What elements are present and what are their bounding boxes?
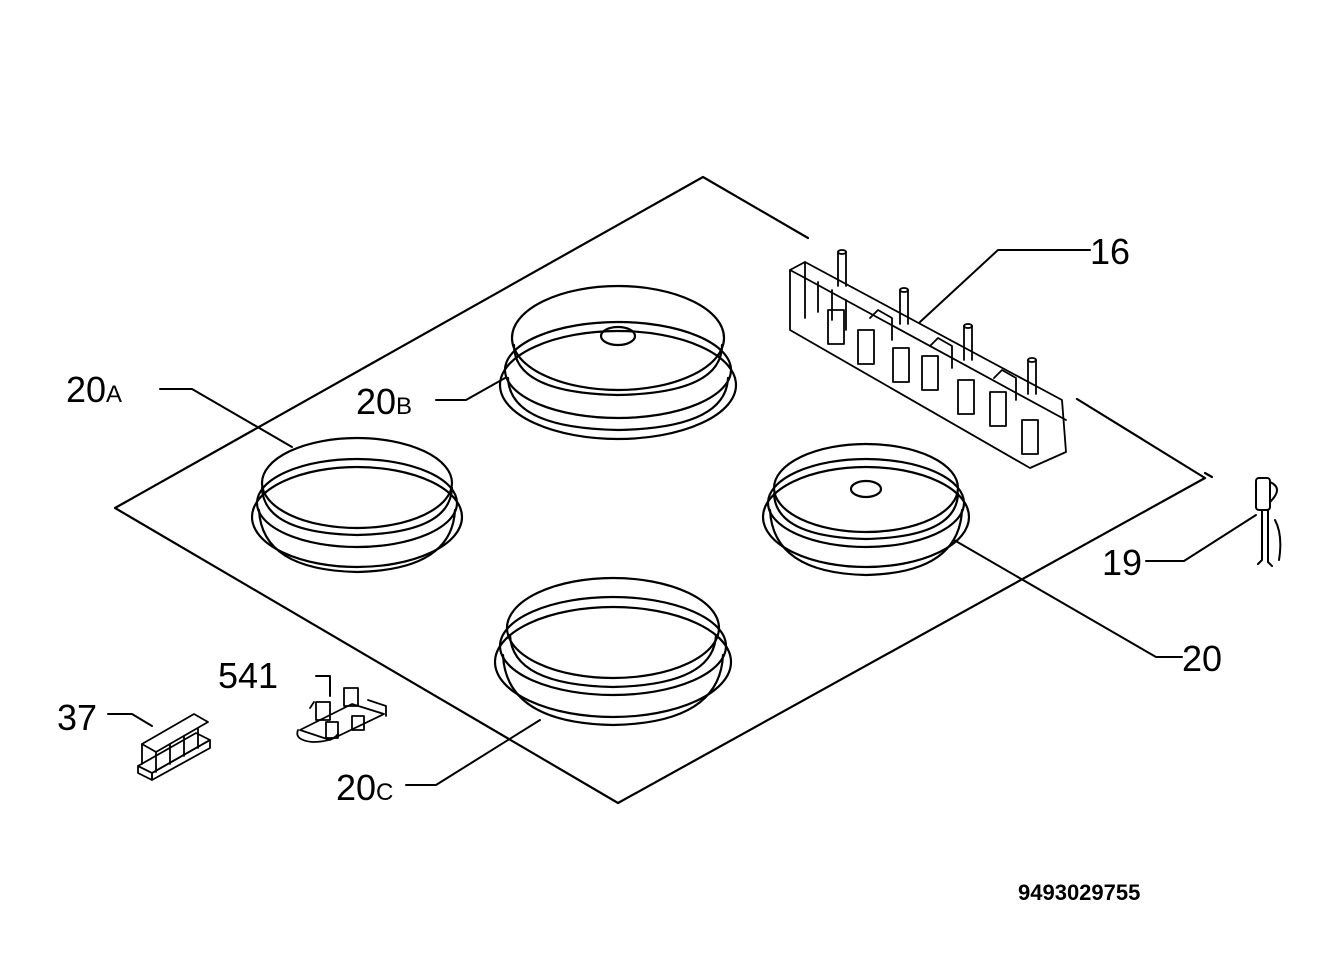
callout-20c: 20C	[336, 767, 394, 808]
switch-541	[296, 687, 387, 743]
hotplate-20c	[493, 576, 733, 727]
callout-20: 20	[1182, 638, 1223, 679]
callout-37: 37	[57, 697, 98, 738]
callout-16: 16	[1090, 231, 1131, 272]
leader-19	[1145, 514, 1257, 562]
indicator-lamp-19	[1255, 477, 1282, 567]
hob-outline	[113, 175, 1214, 805]
leader-20	[953, 539, 1183, 658]
hotplate-20a	[250, 436, 464, 574]
leader-37	[107, 713, 153, 727]
leader-541	[315, 675, 331, 697]
leader-lines	[107, 249, 1257, 786]
leader-20a	[159, 388, 293, 448]
hotplate-20	[761, 442, 971, 577]
leader-16	[919, 249, 1091, 323]
terminal-block-37	[137, 713, 211, 781]
hotplate-20b	[498, 284, 738, 441]
switch-block-16	[789, 249, 1067, 469]
callout-20b: 20B	[356, 381, 413, 422]
callout-541: 541	[218, 655, 279, 696]
callout-19: 19	[1102, 542, 1143, 583]
callout-20a: 20A	[66, 369, 123, 410]
leader-20c	[405, 719, 541, 786]
leader-20b	[435, 377, 506, 401]
document-number: 9493029755	[1018, 880, 1141, 905]
